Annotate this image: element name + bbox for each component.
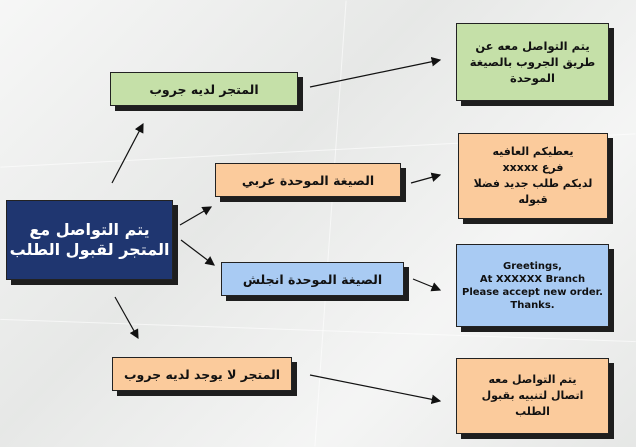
result-line: الموحدة bbox=[510, 71, 555, 85]
result-contact-via-group: يتم التواصل معه عن طريق الجروب بالصيغة ا… bbox=[456, 23, 609, 101]
branch-label: الصيغة الموحدة انجلش bbox=[242, 271, 383, 287]
branch-store-has-group: المتجر لديه جروب bbox=[110, 72, 298, 106]
arrow-has-gloves-to-green bbox=[309, 57, 442, 88]
result-line: يتم التواصل معه عن bbox=[475, 39, 590, 53]
branch-label: المتجر لا يوجد لديه جروب bbox=[123, 366, 281, 382]
result-line: Greetings, bbox=[503, 260, 562, 272]
result-line: لديكم طلب جديد فضلا bbox=[473, 177, 593, 190]
center-line-2: المتجر لقبول الطلب bbox=[9, 240, 170, 259]
branch-arabic-template: الصيغة الموحدة عربي bbox=[215, 163, 401, 197]
result-arabic-message: يعطيكم العافيه فرع xxxxx لديكم طلب جديد … bbox=[458, 133, 608, 219]
result-line: اتصال لتنبيه بقبول bbox=[481, 389, 584, 402]
branch-label: المتجر لديه جروب bbox=[149, 81, 259, 97]
arrow-arabic-to-orange bbox=[410, 172, 442, 184]
result-line: Thanks. bbox=[510, 299, 555, 311]
result-line: يتم التواصل معه bbox=[488, 373, 577, 386]
arrow-center-to-english bbox=[180, 239, 215, 266]
arrow-no-gloves-to-orange2 bbox=[309, 374, 442, 405]
arrow-center-to-no-gloves bbox=[114, 296, 139, 340]
center-line-1: يتم التواصل مع bbox=[29, 220, 150, 239]
branch-label: الصيغة الموحدة عربي bbox=[241, 172, 375, 188]
center-node-contact-store: يتم التواصل مع المتجر لقبول الطلب bbox=[6, 200, 173, 280]
arrow-english-to-blue bbox=[412, 278, 442, 292]
arrow-center-to-has-gloves bbox=[111, 122, 144, 184]
result-english-message: Greetings, At XXXXXX Branch Please accep… bbox=[456, 244, 609, 327]
result-line: At XXXXXX Branch bbox=[479, 273, 586, 285]
result-line: يعطيكم العافيه bbox=[492, 145, 574, 158]
result-line: قبوله bbox=[518, 193, 548, 206]
result-line: Please accept new order. bbox=[462, 286, 603, 298]
branch-english-template: الصيغة الموحدة انجلش bbox=[221, 262, 404, 296]
result-line: فرع xxxxx bbox=[502, 161, 564, 174]
result-line: طريق الجروب بالصيغة bbox=[469, 55, 596, 69]
branch-store-no-group: المتجر لا يوجد لديه جروب bbox=[112, 357, 292, 391]
result-phone-call: يتم التواصل معه اتصال لتنبيه بقبول الطلب bbox=[456, 358, 609, 434]
arrow-center-to-arabic bbox=[179, 206, 213, 226]
result-line: الطلب bbox=[515, 405, 550, 418]
